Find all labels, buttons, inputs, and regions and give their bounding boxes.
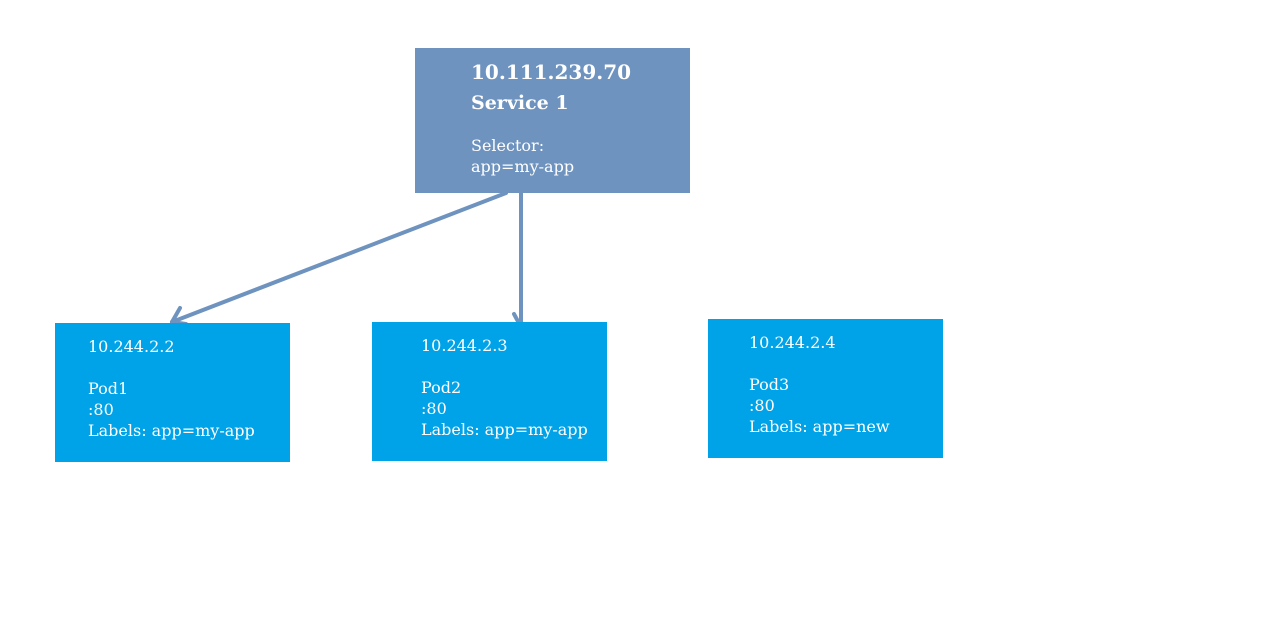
pod-ip: 10.244.2.3 xyxy=(421,336,508,355)
service-name: Service 1 xyxy=(471,92,569,114)
pod-labels: Labels: app=my-app xyxy=(421,420,588,439)
pod-port: :80 xyxy=(749,396,775,415)
pod-box-pod3: 10.244.2.4 Pod3 :80 Labels: app=new xyxy=(708,319,943,458)
service-ip: 10.111.239.70 xyxy=(471,60,632,84)
pod-labels: Labels: app=my-app xyxy=(88,421,255,440)
pod-ip: 10.244.2.4 xyxy=(749,333,836,352)
service-selector-label: Selector: xyxy=(471,136,545,155)
service-selector-value: app=my-app xyxy=(471,157,575,176)
pod-name: Pod1 xyxy=(88,379,129,398)
pod-ip: 10.244.2.2 xyxy=(88,337,175,356)
pod-box-pod1: 10.244.2.2 Pod1 :80 Labels: app=my-app xyxy=(55,323,290,462)
pod-port: :80 xyxy=(421,399,447,418)
service-box: 10.111.239.70 Service 1 Selector: app=my… xyxy=(415,48,690,193)
pod-box-pod2: 10.244.2.3 Pod2 :80 Labels: app=my-app xyxy=(372,322,607,461)
pod-port: :80 xyxy=(88,400,114,419)
pod-labels: Labels: app=new xyxy=(749,417,890,436)
arrow-service-to-pod2 xyxy=(512,191,523,329)
pod-name: Pod3 xyxy=(749,375,790,394)
arrow-service-to-pod1 xyxy=(170,191,508,326)
pod-name: Pod2 xyxy=(421,378,462,397)
